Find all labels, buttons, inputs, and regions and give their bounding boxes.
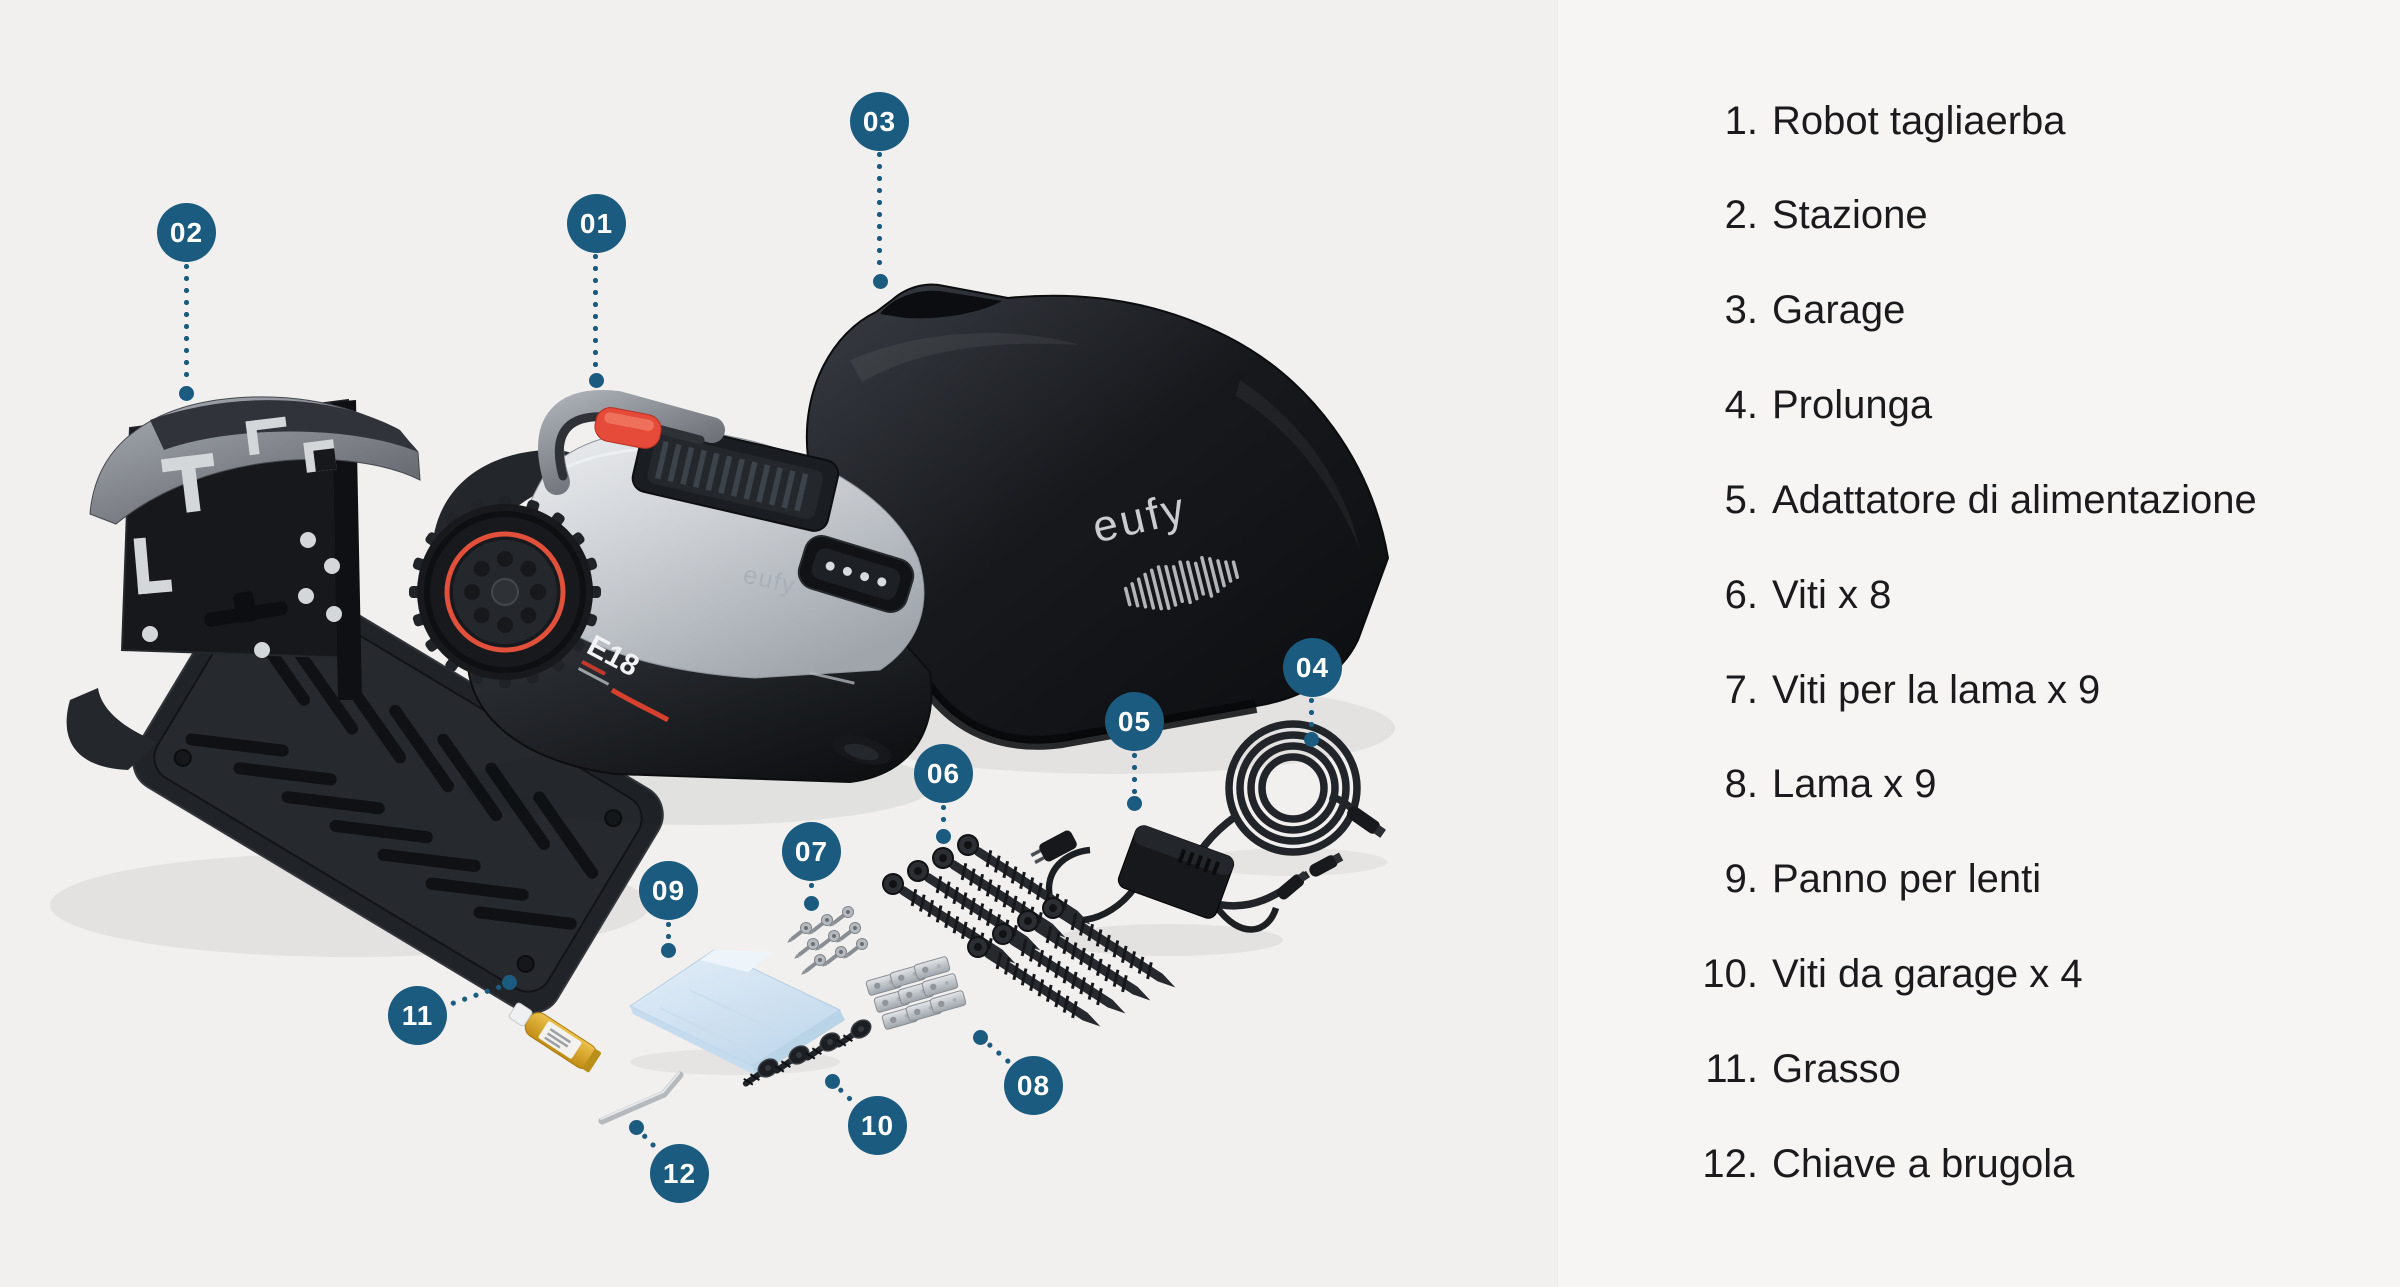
adapter-brick [1117, 825, 1235, 919]
item-label: Stazione [1772, 192, 1928, 237]
blades-illustration [865, 955, 967, 1031]
robot-mower-illustration: E18 eufy [409, 390, 935, 825]
callout-line-04 [1309, 698, 1314, 731]
ac-plug [1030, 830, 1077, 865]
lens-cloth-illustration [629, 949, 845, 1076]
item-label: Viti x 8 [1772, 572, 1892, 617]
callout-number: 03 [862, 105, 897, 137]
item-number: 2. [1724, 192, 1758, 237]
callout-number: 07 [794, 835, 829, 867]
parts-list-item-4: 4. Prolunga [1558, 381, 2400, 429]
blade-screws-illustration [783, 903, 871, 980]
callout-badge-11: 11 [388, 986, 447, 1045]
callout-dot-05 [1127, 796, 1142, 811]
parts-list-item-10: 10. Viti da garage x 4 [1558, 950, 2400, 998]
parts-list-item-5: 5. Adattatore di alimentazione [1558, 476, 2400, 524]
parts-list-item-8: 8. Lama x 9 [1558, 760, 2400, 808]
grease-tube-illustration [508, 1002, 601, 1073]
callout-badge-06: 06 [914, 744, 973, 803]
item-label: Prolunga [1772, 382, 1933, 427]
callout-number: 12 [662, 1157, 697, 1189]
allen-key-illustration [598, 1071, 684, 1125]
item-number: 3. [1724, 287, 1758, 332]
item-number: 8. [1724, 761, 1758, 806]
callout-badge-02: 02 [157, 203, 216, 262]
callout-line-09 [666, 922, 671, 942]
product-scene: eufy [50, 283, 1395, 1125]
callout-line-05 [1132, 753, 1137, 795]
callout-dot-03 [873, 274, 888, 289]
item-label: Robot tagliaerba [1772, 98, 2066, 143]
callout-number: 05 [1117, 705, 1152, 737]
callout-line-03 [877, 152, 882, 272]
parts-list-item-9: 9. Panno per lenti [1558, 855, 2400, 903]
item-number: 12. [1702, 1141, 1758, 1186]
callout-line-06 [941, 805, 946, 828]
callout-badge-10: 10 [848, 1096, 907, 1155]
station-fiducial-markers [133, 416, 342, 658]
item-label: Panno per lenti [1772, 856, 2042, 901]
item-label: Grasso [1772, 1046, 1901, 1091]
callout-number: 04 [1295, 651, 1330, 683]
callout-number: 11 [401, 999, 434, 1031]
robot-handle [538, 390, 725, 495]
power-adapter-illustration [1030, 825, 1309, 956]
parts-list-item-12: 12. Chiave a brugola [1558, 1140, 2400, 1188]
robot-stop-button [594, 407, 662, 449]
callout-dot-08 [973, 1030, 988, 1045]
parts-list-item-1: 1. Robot tagliaerba [1558, 97, 2400, 145]
callout-badge-09: 09 [639, 861, 698, 920]
station-illustration [50, 396, 664, 1014]
callout-dot-04 [1304, 732, 1319, 747]
callout-dot-01 [589, 373, 604, 388]
item-label: Viti da garage x 4 [1772, 951, 2083, 996]
parts-list-item-7: 7. Viti per la lama x 9 [1558, 666, 2400, 714]
robot-wheel [409, 496, 601, 688]
item-number: 1. [1724, 98, 1758, 143]
item-label: Viti per la lama x 9 [1772, 667, 2101, 712]
callout-badge-01: 01 [567, 194, 626, 253]
item-number: 6. [1724, 572, 1758, 617]
callout-badge-04: 04 [1283, 638, 1342, 697]
callout-badge-12: 12 [650, 1144, 709, 1203]
item-number: 5. [1724, 477, 1758, 522]
callout-dot-07 [804, 896, 819, 911]
callout-badge-05: 05 [1105, 692, 1164, 751]
parts-list-item-6: 6. Viti x 8 [1558, 571, 2400, 619]
callout-line-01 [593, 254, 598, 371]
callout-badge-03: 03 [850, 92, 909, 151]
callout-number: 08 [1016, 1069, 1051, 1101]
callout-dot-12 [629, 1120, 644, 1135]
callout-number: 06 [926, 757, 961, 789]
callout-line-02 [184, 264, 189, 384]
callout-badge-07: 07 [782, 822, 841, 881]
garage-vents [1123, 555, 1240, 611]
item-number: 11. [1705, 1046, 1758, 1091]
parts-list-panel: 1. Robot tagliaerba 2. Stazione 3. Garage 4… [1557, 0, 2400, 1287]
parts-list-item-2: 2. Stazione [1558, 191, 2400, 239]
callout-number: 02 [169, 216, 204, 248]
item-number: 9. [1724, 856, 1758, 901]
item-number: 7. [1724, 667, 1758, 712]
item-label: Garage [1772, 287, 1906, 332]
callout-number: 10 [860, 1109, 895, 1141]
callout-dot-09 [661, 943, 676, 958]
parts-list-item-3: 3. Garage [1558, 286, 2400, 334]
item-number: 4. [1724, 382, 1758, 427]
callout-number: 09 [651, 874, 686, 906]
robot-front-sensor [797, 535, 915, 613]
item-number: 10. [1702, 951, 1758, 996]
item-label: Chiave a brugola [1772, 1141, 2075, 1186]
item-label: Lama x 9 [1772, 761, 1937, 806]
item-label: Adattatore di alimentazione [1772, 477, 2257, 522]
callout-badge-08: 08 [1004, 1056, 1063, 1115]
callout-line-07 [809, 883, 814, 895]
robot-top-console [631, 420, 840, 532]
parts-list-item-11: 11. Grasso [1558, 1045, 2400, 1093]
callout-dot-11 [502, 975, 517, 990]
callout-number: 01 [579, 207, 614, 239]
callout-dot-10 [825, 1074, 840, 1089]
callout-dot-06 [936, 829, 951, 844]
callout-dot-02 [179, 386, 194, 401]
